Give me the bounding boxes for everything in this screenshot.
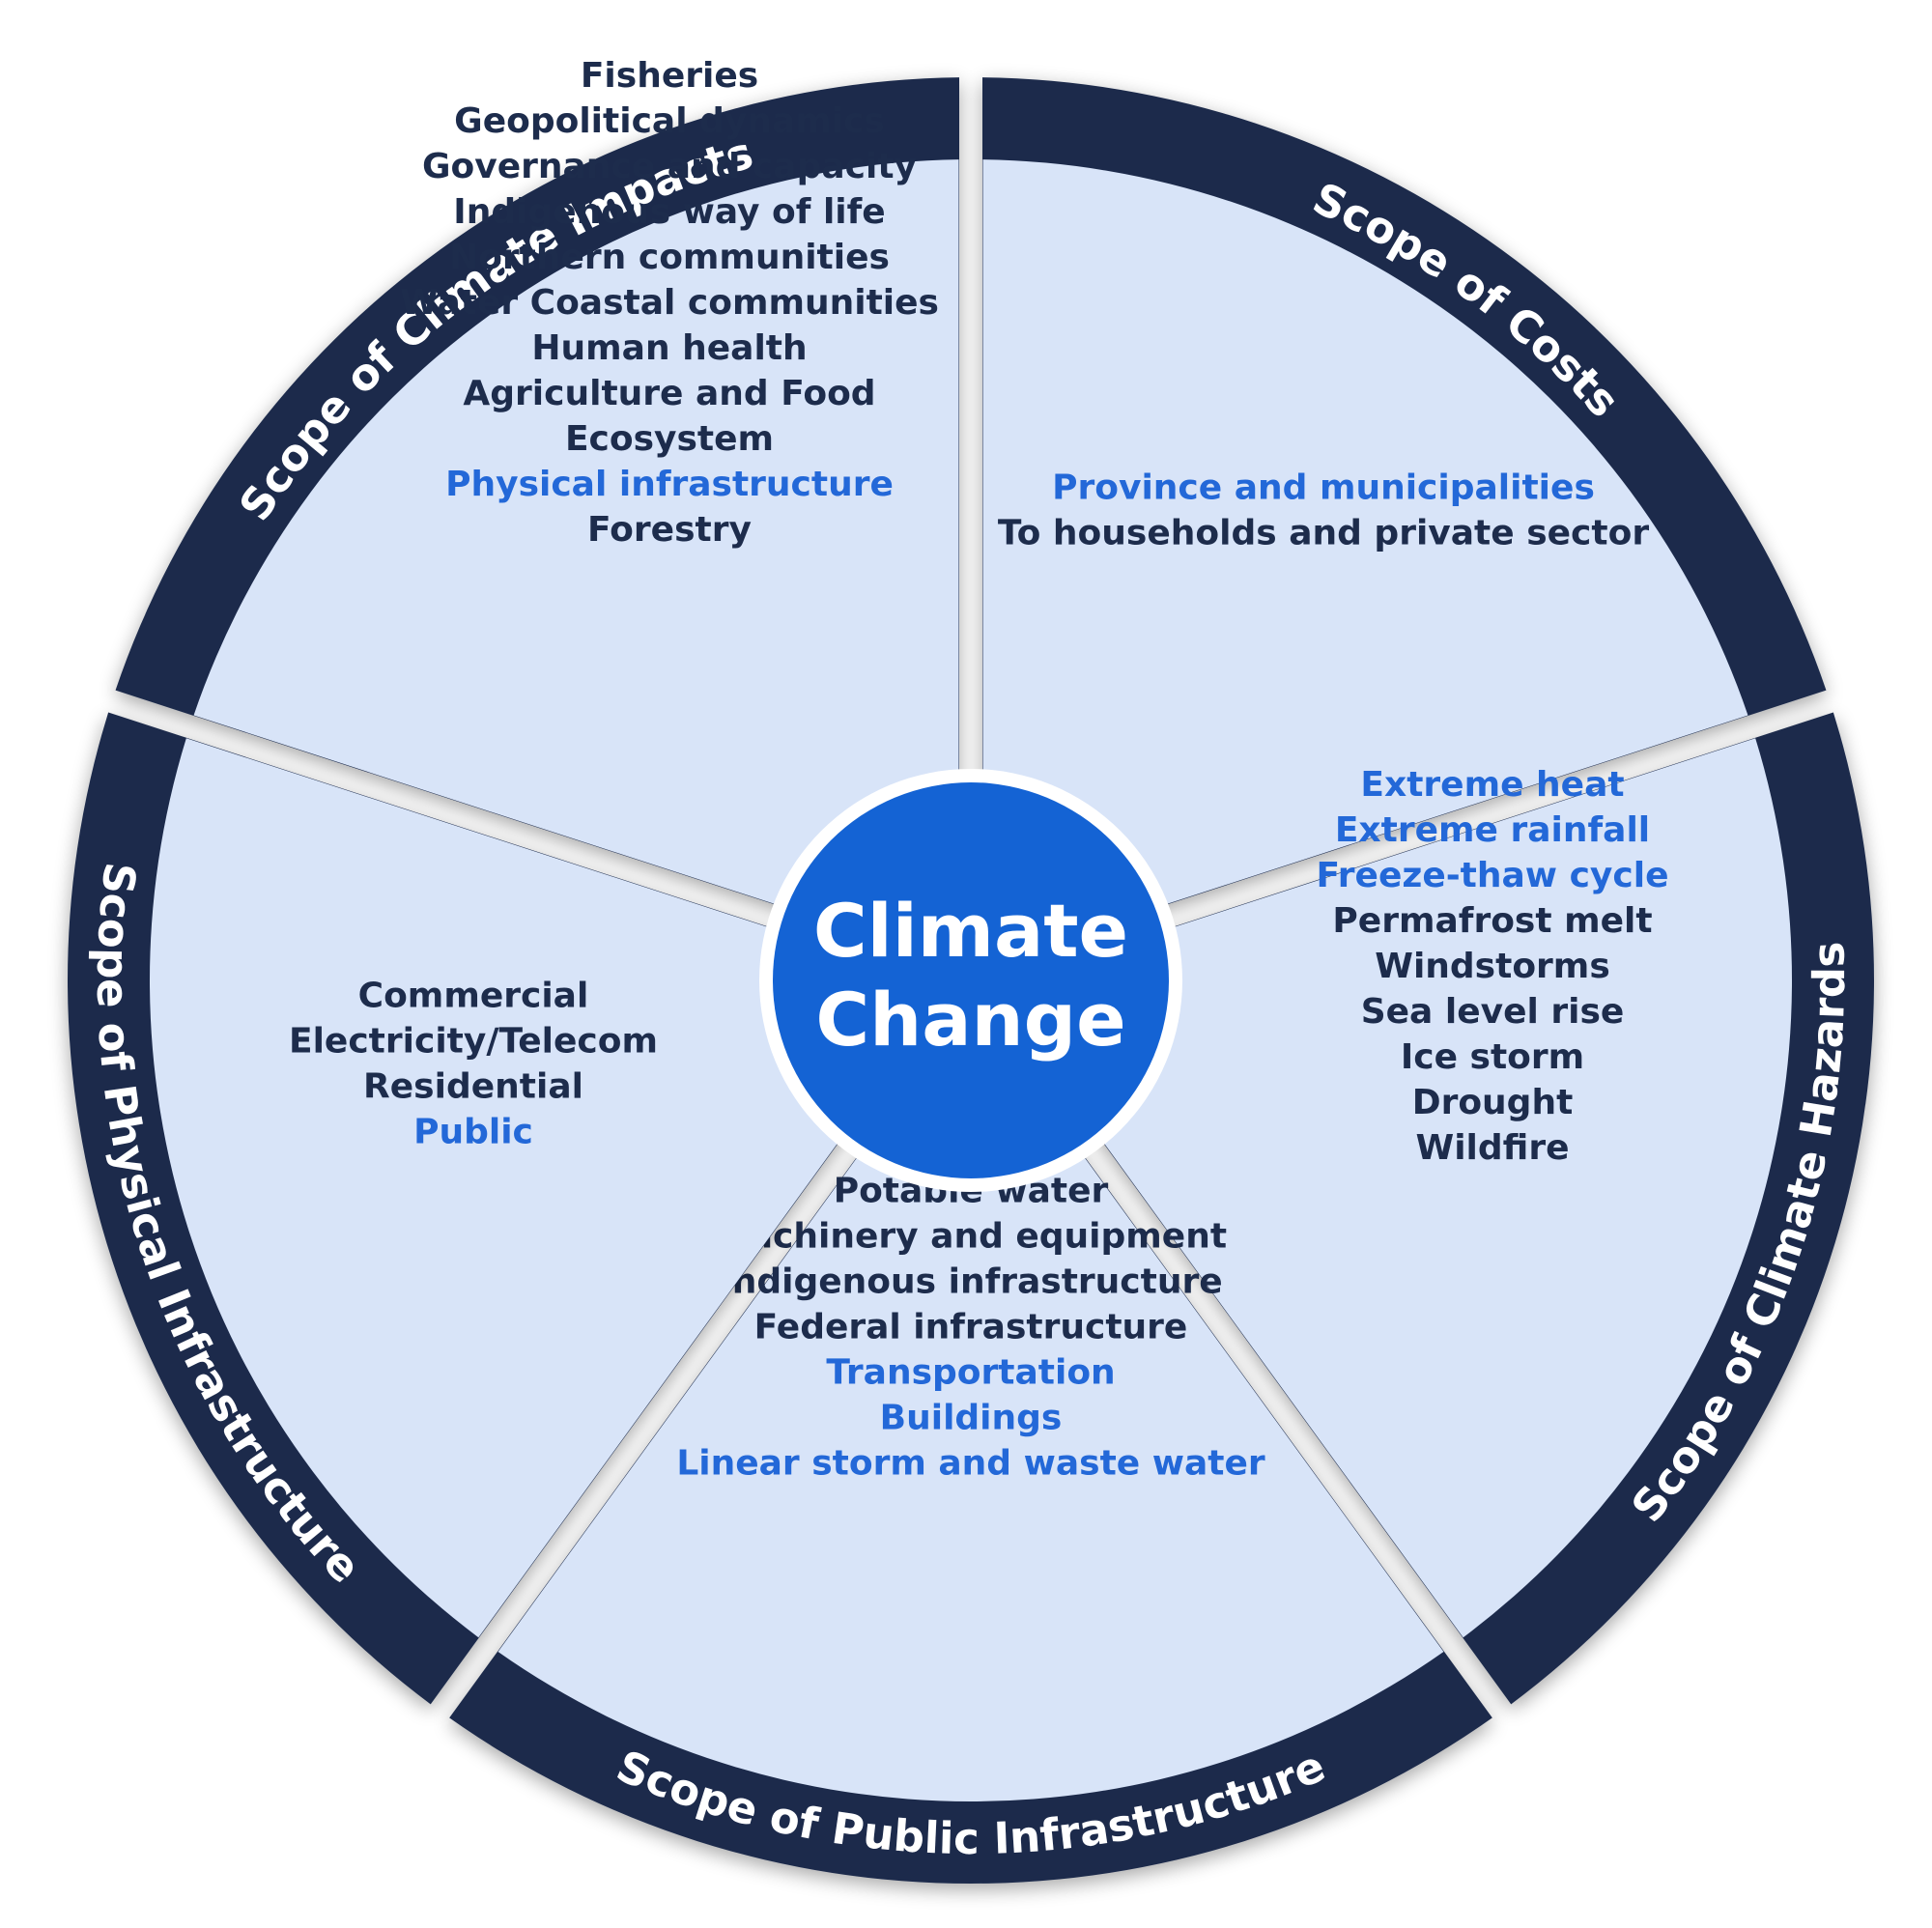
segment-item: Ecosystem	[565, 419, 774, 459]
segment-item: Windstorms	[1375, 947, 1610, 986]
center-circle	[773, 782, 1169, 1178]
segment-item: Province and municipalities	[1052, 468, 1595, 508]
segment-physical: Scope of Physical InfrastructureCommerci…	[68, 712, 968, 1705]
segment-item: Public	[413, 1113, 533, 1152]
segment-item: Northern communities	[449, 238, 890, 277]
center-title-line: Climate	[813, 888, 1128, 974]
segment-item: Freeze-thaw cycle	[1316, 856, 1668, 895]
segment-item: Human health	[531, 328, 807, 368]
segment-item: Indigenous way of life	[453, 192, 885, 232]
segment-item: Sea level rise	[1361, 992, 1625, 1032]
segment-item: Buildings	[880, 1399, 1063, 1438]
segment-item: Agriculture and Food	[463, 374, 875, 413]
segment-item: Geopolitical dynamics	[454, 101, 885, 141]
segment-item: Linear storm and waste water	[676, 1444, 1265, 1484]
segment-item: Governance and capacity	[422, 147, 917, 186]
segment-item: Water Coastal communities	[400, 283, 939, 323]
segment-item: Commercial	[358, 977, 589, 1016]
segment-item: Physical infrastructure	[445, 465, 894, 504]
segment-fill-public	[497, 987, 1444, 1802]
segment-item: Electricity/Telecom	[289, 1022, 658, 1062]
segment-item: Forestry	[587, 510, 752, 550]
segment-item: Extreme heat	[1360, 765, 1624, 805]
segment-public: Scope of Public InfrastructureLandPotabl…	[449, 987, 1492, 1885]
segment-item: Residential	[363, 1067, 583, 1107]
segment-item: Fisheries	[581, 56, 758, 96]
segment-impacts: Scope of Climate ImpactsFisheriesGeopoli…	[115, 56, 975, 981]
segment-item: Drought	[1412, 1083, 1574, 1122]
segment-item: To households and private sector	[998, 514, 1649, 553]
segment-item: Ice storm	[1401, 1037, 1584, 1077]
segment-item: Permafrost melt	[1332, 901, 1652, 941]
segment-fill-impacts	[193, 159, 975, 981]
segment-item: Wildfire	[1415, 1128, 1569, 1168]
center-title-line: Change	[815, 977, 1125, 1063]
segments-layer: Scope of Climate ImpactsFisheriesGeopoli…	[68, 56, 1874, 1885]
segment-item: Federal infrastructure	[754, 1308, 1188, 1347]
segment-item: Indigenous infrastructure	[719, 1262, 1222, 1302]
segment-item: Extreme rainfall	[1335, 810, 1650, 850]
segment-item: Machinery and equipment	[715, 1217, 1227, 1257]
segment-item: Transportation	[826, 1353, 1115, 1393]
segment-fill-costs	[967, 159, 1748, 981]
